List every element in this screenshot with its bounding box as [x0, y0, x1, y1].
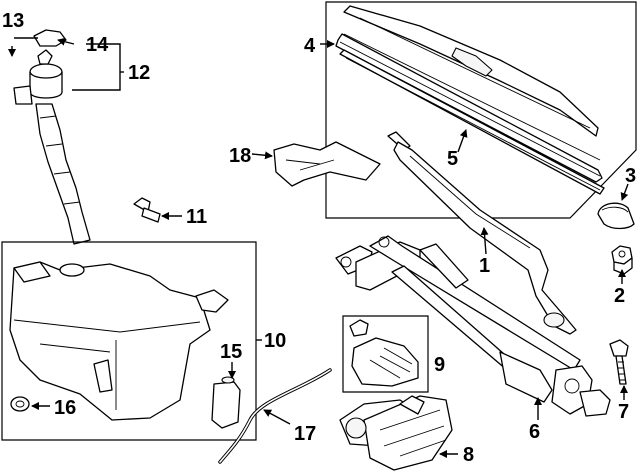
box9-nut [349, 319, 369, 337]
washer-hose [218, 368, 332, 464]
reservoir-tank [9, 261, 211, 421]
callout-10: 10 [264, 330, 286, 352]
leader-5 [457, 129, 468, 153]
callout-13: 13 [2, 10, 24, 32]
reservoir-bolt [133, 197, 161, 223]
bolt-shank [615, 355, 627, 385]
callout-5: 5 [447, 148, 458, 170]
callout-11: 11 [186, 206, 207, 228]
callout-1: 1 [479, 255, 490, 277]
tank-grommet [10, 396, 30, 412]
motor-mount [399, 395, 425, 415]
nozzle-body [273, 141, 381, 187]
callout-7: 7 [618, 401, 629, 423]
wiper-blade-assembly [339, 5, 605, 195]
leader-18 [251, 151, 273, 160]
grommet-ring [10, 396, 30, 412]
washer-nozzle [273, 141, 381, 187]
leader-1 [480, 227, 489, 255]
wiper-motor [339, 395, 453, 471]
reservoir-pump-mount [93, 359, 113, 393]
box10-frame [1, 241, 257, 441]
callout-2: 2 [614, 285, 625, 307]
linkage-right-bracket [579, 389, 611, 417]
callout-16: 16 [54, 397, 76, 419]
pivot-cap [597, 202, 635, 230]
callout-numbers: 13 14 12 11 18 4 5 1 3 2 7 6 8 9 10 15 1… [2, 10, 636, 466]
inlet-neck [29, 71, 63, 99]
reservoir-neck [59, 263, 85, 277]
leader-12-bracket [72, 43, 121, 91]
blade-box-frame [325, 1, 637, 219]
wiper-linkage [335, 235, 611, 417]
inlet-bracket [13, 85, 33, 105]
callout-14: 14 [86, 34, 109, 56]
callout-17: 17 [294, 423, 316, 445]
motor-bracket-box [342, 315, 429, 393]
bolt-head [609, 339, 629, 357]
leader-3 [620, 183, 629, 201]
washer-inlet-group [13, 29, 91, 245]
linkage-joint [499, 351, 553, 403]
box9-bracket [351, 337, 419, 387]
leader-14 [57, 37, 75, 46]
inlet-cap [33, 29, 67, 47]
callout-12: 12 [128, 62, 150, 84]
arm-pivot-head [543, 312, 565, 328]
bolt11-shank [141, 207, 161, 223]
reservoir-box [1, 241, 257, 441]
linkage-crank [419, 243, 469, 289]
wiper-blade-insert [335, 33, 603, 183]
washer-pump [211, 376, 241, 429]
pump-body [211, 381, 241, 429]
hose-inner [219, 369, 331, 463]
inlet-grommet [37, 49, 53, 65]
callout-8: 8 [463, 444, 474, 466]
callout-9: 9 [434, 354, 445, 376]
pivot-nut [611, 245, 633, 275]
callout-3: 3 [625, 165, 636, 187]
linkage-bolt [609, 339, 629, 385]
inlet-hose [35, 103, 91, 245]
leader-17 [263, 409, 291, 425]
callout-6: 6 [529, 421, 540, 443]
blade-group-box [325, 1, 637, 219]
box9-frame [342, 315, 429, 393]
motor-end-cap [345, 417, 367, 439]
linkage-main-rod [369, 235, 581, 371]
callout-15: 15 [220, 341, 242, 363]
callout-4: 4 [304, 35, 316, 57]
leader-lines [8, 37, 629, 458]
reservoir-tab-left [13, 261, 51, 283]
blade-adapter [451, 47, 493, 77]
callout-18: 18 [229, 145, 251, 167]
reservoir-tab-right [195, 289, 229, 313]
motor-gearbox [363, 395, 453, 471]
